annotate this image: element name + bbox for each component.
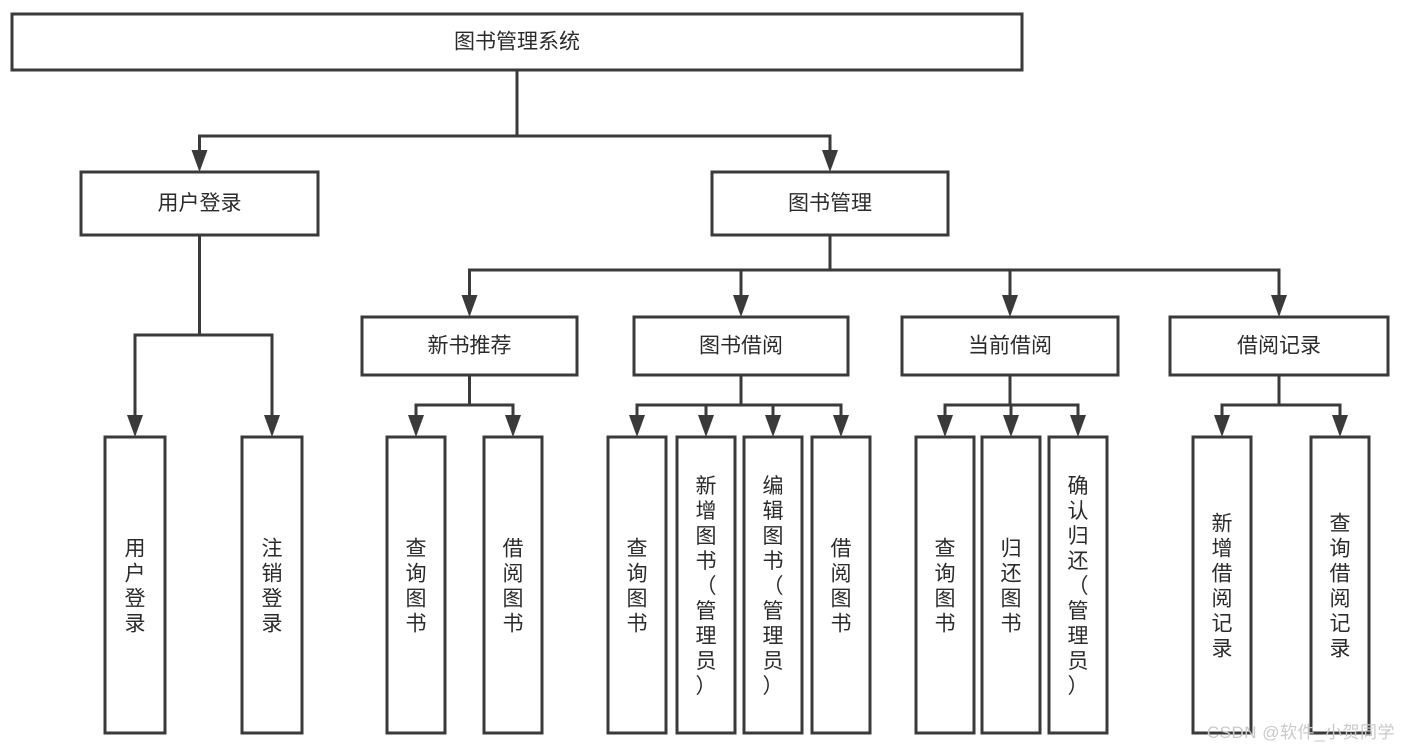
edge-group-book-borrow — [629, 373, 849, 437]
node-leaf-query-book-c[interactable]: 查询图书 — [914, 435, 976, 735]
node-book-manage[interactable]: 图书管理 — [710, 170, 950, 237]
node-label-borrow-record: 借阅记录 — [1237, 335, 1321, 358]
arrow-head-icon — [733, 295, 749, 317]
node-box-leaf-add-book[interactable] — [675, 435, 737, 735]
node-leaf-query-book-rec[interactable]: 查询图书 — [385, 435, 447, 735]
node-box-leaf-query-book-rec[interactable] — [385, 435, 447, 735]
arrow-head-icon — [408, 415, 424, 437]
node-label-leaf-query-book-b: 查询图书 — [627, 538, 648, 636]
node-box-root[interactable] — [10, 12, 1024, 72]
node-label-current-borrow: 当前借阅 — [968, 335, 1052, 358]
edge-group-root — [191, 68, 838, 172]
node-label-root: 图书管理系统 — [454, 31, 580, 54]
arrow-head-icon — [264, 415, 280, 437]
node-box-leaf-add-record[interactable] — [1191, 435, 1253, 735]
node-label-leaf-return-book: 归还图书 — [1001, 538, 1022, 636]
node-label-leaf-add-record: 新增借阅记录 — [1212, 513, 1233, 661]
node-new-book-rec[interactable]: 新书推荐 — [360, 315, 579, 377]
node-box-new-book-rec[interactable] — [360, 315, 579, 377]
node-box-user-login[interactable] — [79, 170, 320, 237]
arrow-head-icon — [461, 295, 478, 317]
node-leaf-edit-book[interactable]: 编辑图书（管理员） — [742, 435, 804, 735]
arrow-head-icon — [629, 415, 645, 437]
node-box-borrow-record[interactable] — [1168, 315, 1390, 377]
node-label-leaf-add-book: 新增图书（管理员） — [696, 475, 717, 698]
node-leaf-user-login[interactable]: 用户登录 — [103, 435, 167, 735]
node-label-leaf-borrow-book-b: 借阅图书 — [831, 538, 852, 636]
node-user-login[interactable]: 用户登录 — [79, 170, 320, 237]
node-label-leaf-edit-book: 编辑图书（管理员） — [763, 475, 784, 698]
node-layer: 图书管理系统用户登录图书管理新书推荐图书借阅当前借阅借阅记录用户登录注销登录查询… — [10, 12, 1390, 735]
node-label-leaf-query-record: 查询借阅记录 — [1330, 513, 1351, 661]
arrow-head-icon — [1070, 415, 1086, 437]
node-leaf-logout[interactable]: 注销登录 — [240, 435, 304, 735]
node-label-leaf-query-book-c: 查询图书 — [935, 538, 956, 636]
node-box-leaf-user-login[interactable] — [103, 435, 167, 735]
node-box-leaf-edit-book[interactable] — [742, 435, 804, 735]
node-box-book-borrow[interactable] — [632, 315, 850, 377]
node-label-leaf-logout: 注销登录 — [262, 538, 283, 636]
arrow-head-icon — [1002, 295, 1018, 317]
node-label-leaf-confirm-return: 确认归还（管理员） — [1068, 475, 1089, 698]
arrow-head-icon — [765, 415, 781, 437]
node-leaf-add-book[interactable]: 新增图书（管理员） — [675, 435, 737, 735]
arrow-head-icon — [1214, 415, 1230, 437]
node-leaf-query-book-b[interactable]: 查询图书 — [606, 435, 668, 735]
arrow-head-icon — [833, 415, 849, 437]
node-leaf-return-book[interactable]: 归还图书 — [980, 435, 1042, 735]
node-box-leaf-return-book[interactable] — [980, 435, 1042, 735]
edge-group-current-borrow — [937, 373, 1086, 437]
node-box-leaf-borrow-book-b[interactable] — [810, 435, 872, 735]
node-label-new-book-rec: 新书推荐 — [428, 335, 512, 358]
node-box-leaf-borrow-book-rec[interactable] — [482, 435, 544, 735]
node-current-borrow[interactable]: 当前借阅 — [900, 315, 1120, 377]
node-leaf-confirm-return[interactable]: 确认归还（管理员） — [1047, 435, 1109, 735]
node-label-leaf-borrow-book-rec: 借阅图书 — [503, 538, 524, 636]
edge-group-new-book-rec — [408, 373, 521, 437]
edge-group-book-manage — [461, 233, 1287, 317]
node-label-user-login: 用户登录 — [158, 192, 242, 215]
node-box-leaf-confirm-return[interactable] — [1047, 435, 1109, 735]
arrow-head-icon — [937, 415, 953, 437]
node-label-leaf-query-book-rec: 查询图书 — [406, 538, 427, 636]
edge-group-borrow-record — [1214, 373, 1348, 437]
edge-group-user-login — [127, 233, 280, 437]
arrow-head-icon — [1271, 295, 1287, 317]
node-leaf-borrow-book-rec[interactable]: 借阅图书 — [482, 435, 544, 735]
node-box-leaf-query-book-c[interactable] — [914, 435, 976, 735]
node-leaf-borrow-book-b[interactable]: 借阅图书 — [810, 435, 872, 735]
node-borrow-record[interactable]: 借阅记录 — [1168, 315, 1390, 377]
node-label-leaf-user-login: 用户登录 — [125, 538, 146, 636]
arrow-head-icon — [1003, 415, 1019, 437]
arrow-head-icon — [191, 150, 208, 172]
node-box-book-manage[interactable] — [710, 170, 950, 237]
arrow-head-icon — [505, 415, 521, 437]
node-box-current-borrow[interactable] — [900, 315, 1120, 377]
arrow-head-icon — [698, 415, 714, 437]
arrow-head-icon — [822, 150, 838, 172]
node-book-borrow[interactable]: 图书借阅 — [632, 315, 850, 377]
node-box-leaf-query-book-b[interactable] — [606, 435, 668, 735]
node-leaf-add-record[interactable]: 新增借阅记录 — [1191, 435, 1253, 735]
node-box-leaf-logout[interactable] — [240, 435, 304, 735]
arrow-head-icon — [127, 415, 143, 437]
node-label-book-manage: 图书管理 — [788, 192, 872, 215]
watermark-label: CSDN @软件_小贺同学 — [1206, 723, 1395, 742]
node-box-leaf-query-record[interactable] — [1309, 435, 1371, 735]
node-root[interactable]: 图书管理系统 — [10, 12, 1024, 72]
node-leaf-query-record[interactable]: 查询借阅记录 — [1309, 435, 1371, 735]
connector-layer — [127, 68, 1348, 437]
arrow-head-icon — [1332, 415, 1348, 437]
node-label-book-borrow: 图书借阅 — [699, 335, 783, 358]
